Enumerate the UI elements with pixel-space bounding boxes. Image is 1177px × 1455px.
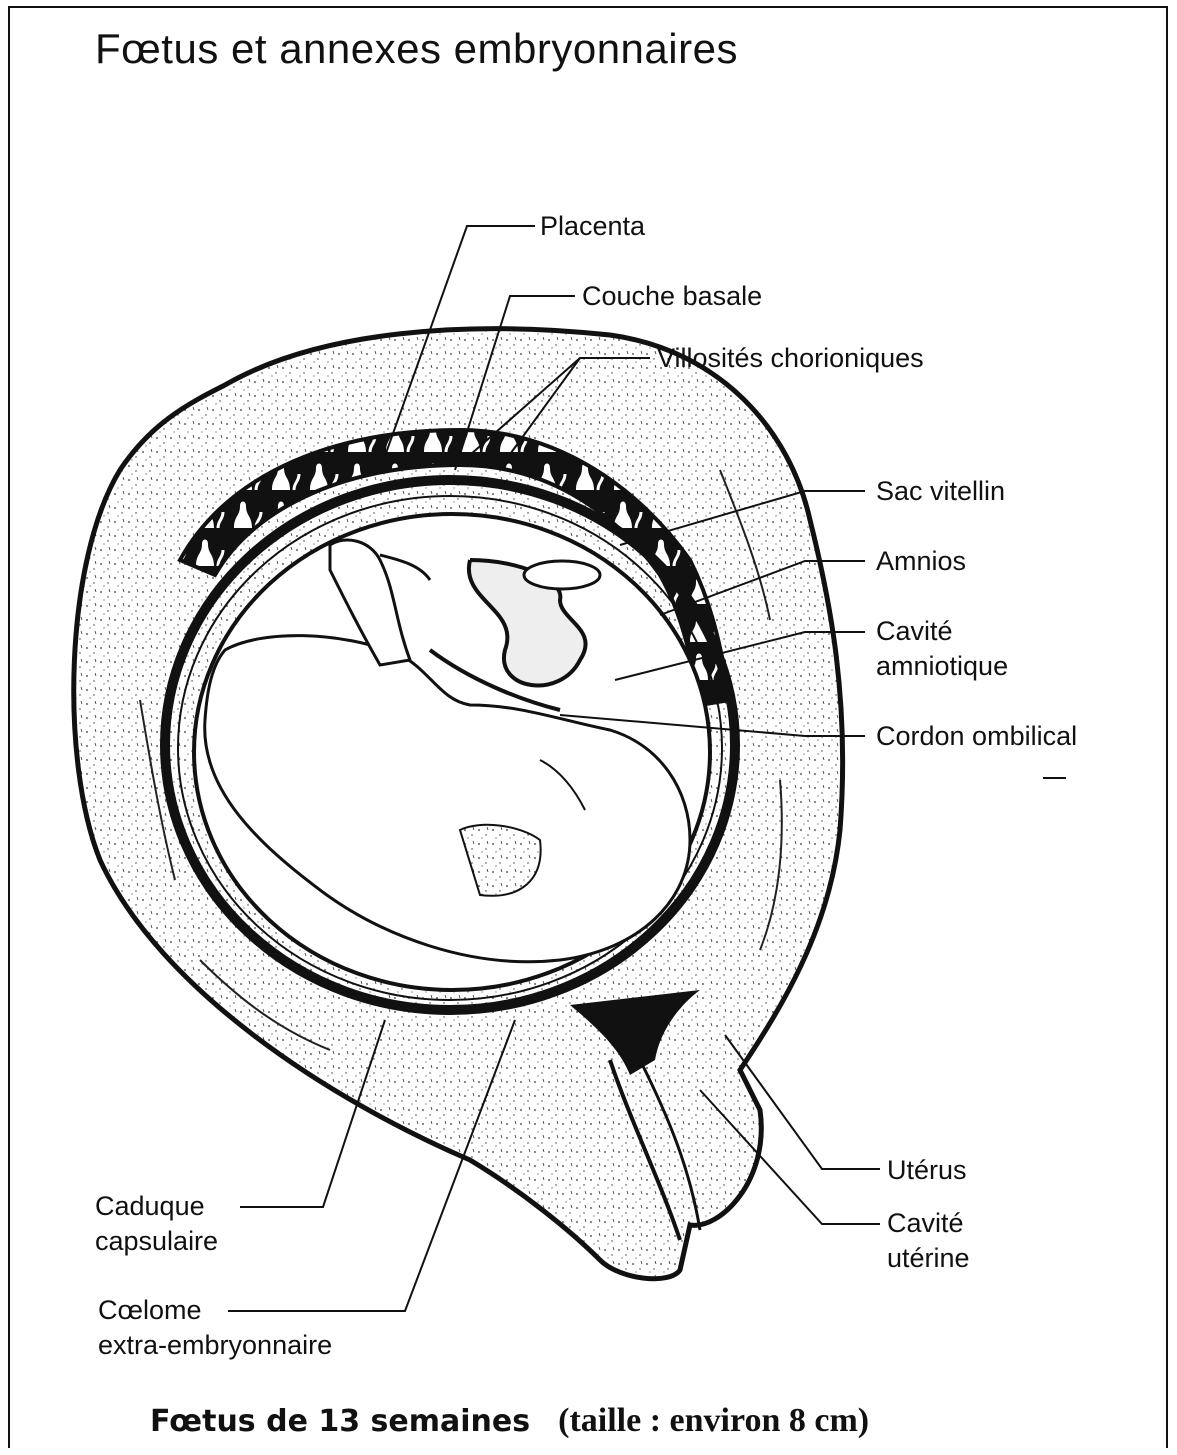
- label-cordon-ombilical: Cordon ombilical: [876, 719, 1077, 753]
- caption-fetus-size: (taille : environ 8 cm): [558, 1402, 869, 1439]
- yolk-sac: [524, 561, 600, 589]
- figure-caption: Fœtus de 13 semaines (taille : environ 8 …: [150, 1400, 869, 1442]
- label-cavite-amniotique-line2: amniotique: [876, 649, 1008, 683]
- label-cavite-uterine-line1: Cavité: [887, 1206, 964, 1240]
- caption-fetus-age: Fœtus de 13 semaines: [150, 1404, 530, 1439]
- label-coelome-line1: Cœlome: [98, 1293, 202, 1327]
- label-sac-vitellin: Sac vitellin: [876, 474, 1005, 508]
- label-cavite-uterine-line2: utérine: [887, 1241, 970, 1275]
- label-placenta: Placenta: [540, 209, 645, 243]
- label-uterus: Utérus: [887, 1153, 967, 1187]
- label-amnios: Amnios: [876, 544, 966, 578]
- label-coelome-line2: extra-embryonnaire: [98, 1328, 332, 1362]
- label-caduque-capsulaire-line2: capsulaire: [95, 1224, 218, 1258]
- label-caduque-capsulaire-line1: Caduque: [95, 1189, 205, 1223]
- label-cavite-amniotique-line1: Cavité: [876, 614, 953, 648]
- label-villosites-chorioniques: Villosités chorioniques: [657, 341, 924, 375]
- label-couche-basale: Couche basale: [582, 279, 762, 313]
